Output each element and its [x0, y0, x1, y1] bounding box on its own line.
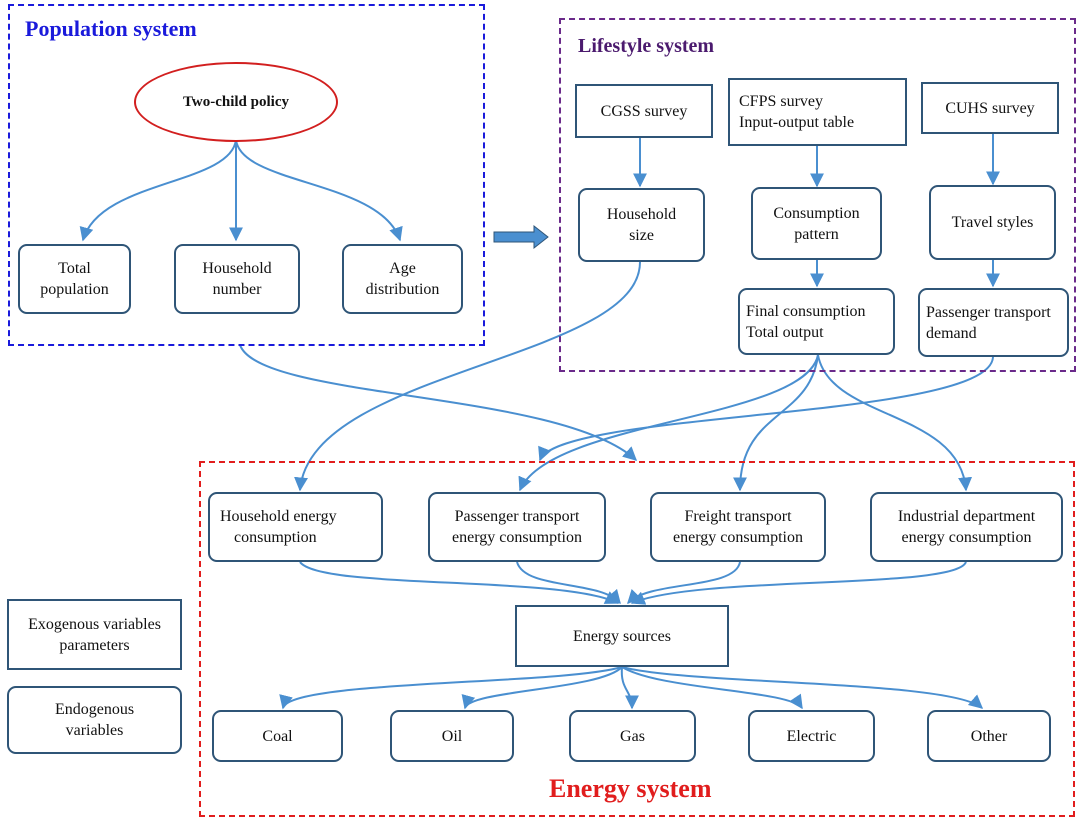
coal-node: Coal — [212, 710, 343, 762]
arrow-sources-to-coal — [279, 666, 623, 710]
arrow-passenger-energy-to-sources — [516, 561, 621, 605]
arrow-final-to-passenger-energy — [518, 354, 819, 492]
arrow-industrial-energy-to-sources — [630, 561, 967, 605]
travel-styles-node: Travel styles — [929, 185, 1056, 260]
energy-system-frame — [199, 461, 1075, 817]
energy-system-title: Energy system — [549, 774, 712, 803]
cuhs-survey-node: CUHS survey — [921, 82, 1059, 134]
other-node: Other — [927, 710, 1051, 762]
arrow-sources-to-other — [621, 666, 984, 709]
arrow-final-to-industrial-energy — [817, 354, 973, 492]
oil-node: Oil — [390, 710, 514, 762]
electric-node: Electric — [748, 710, 875, 762]
arrow-policy-to-total-population — [79, 139, 237, 242]
arrow-household-size-to-household-energy — [294, 261, 641, 492]
lifestyle-system-title: Lifestyle system — [578, 35, 715, 57]
lifestyle-system-frame — [559, 18, 1076, 372]
arrow-final-to-freight-energy — [733, 354, 819, 492]
arrow-household-energy-to-sources — [299, 561, 620, 604]
energy-sources-node: Energy sources — [515, 605, 729, 667]
population-system-frame — [8, 4, 485, 346]
arrow-sources-to-electric — [621, 666, 803, 710]
two-child-policy-node: Two-child policy — [134, 62, 338, 142]
block-arrow-population-to-lifestyle — [493, 224, 549, 250]
arrow-policy-to-age-distribution — [235, 139, 403, 242]
gas-node: Gas — [569, 710, 696, 762]
population-system-title: Population system — [25, 16, 197, 41]
arrow-sources-to-oil — [461, 666, 623, 710]
arrow-passenger-demand-to-passenger-energy — [538, 356, 994, 462]
cgss-survey-node: CGSS survey — [575, 84, 713, 138]
arrow-sources-to-gas — [620, 666, 639, 710]
